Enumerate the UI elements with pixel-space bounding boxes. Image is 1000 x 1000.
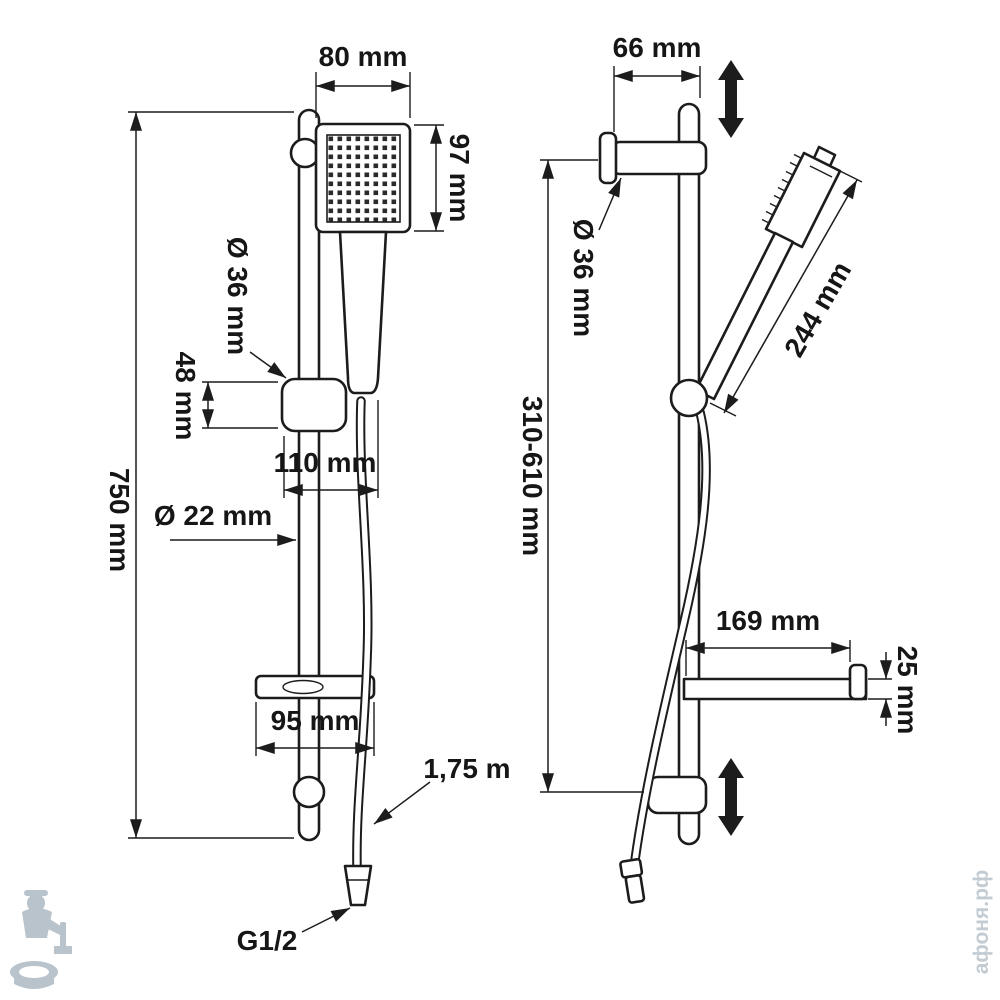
- dim-head-width-extensions: [315, 72, 411, 118]
- side-view: [598, 60, 868, 904]
- bottom-bracket-knob-front: [292, 775, 326, 809]
- dim-slider-range-label: 310-610 mm: [517, 396, 548, 556]
- adjust-arrow-top: [718, 60, 744, 138]
- top-wall-plate-side: [598, 131, 618, 185]
- dim-soap-dish-width-label: 95 mm: [271, 705, 360, 736]
- dim-hose-length-leader: [373, 781, 431, 825]
- plumber-arm: [44, 918, 64, 935]
- dim-handshower-length-line: [723, 179, 858, 414]
- hand-shower-handle-front: [338, 230, 388, 395]
- plunger-handle: [60, 922, 66, 948]
- front-view: [254, 108, 412, 907]
- toilet-bowl-inner: [19, 966, 49, 978]
- soap-dish-front: [254, 674, 376, 700]
- dim-head-height-extensions: [414, 124, 444, 232]
- dim-head-width-label: 80 mm: [319, 41, 408, 72]
- dim-holder-diameter-label: Ø 36 mm: [222, 237, 253, 355]
- dim-holder-reach-label: 110 mm: [274, 447, 377, 478]
- dim-rail-length-extensions: [128, 111, 294, 839]
- adjust-arrow-bottom: [718, 758, 744, 836]
- dim-head-height-label: 97 mm: [444, 134, 475, 223]
- soap-dish-lip-side: [848, 663, 868, 701]
- hose-connector-body: [624, 874, 646, 904]
- plumber-cap: [24, 890, 48, 896]
- shower-rail-side: [677, 102, 701, 846]
- hose-connector-side: [619, 857, 646, 904]
- dim-hose-length-label: 1,75 m: [423, 753, 510, 784]
- slider-holder-front: [280, 377, 348, 433]
- spray-face: [326, 134, 401, 223]
- dim-soap-dish-depth-label: 169 mm: [716, 605, 820, 636]
- dim-handshower-length-extensions: [709, 170, 863, 417]
- dim-soap-dish-height-label: 25 mm: [892, 646, 923, 735]
- plumber-head: [27, 894, 45, 912]
- dim-connection-thread-leader: [301, 907, 351, 933]
- shower-hose-side-inner: [632, 409, 709, 863]
- dim-holder-height-label: 48 mm: [170, 352, 201, 441]
- bottom-bracket-side: [646, 775, 708, 815]
- plunger-cup: [54, 946, 72, 954]
- hand-shower-cap-line: [809, 165, 833, 178]
- dim-bracket-reach-label: 66 mm: [613, 32, 702, 63]
- slider-ball-side: [669, 378, 709, 418]
- shower-rail-front: [297, 108, 321, 842]
- dim-bracket-diameter-leader: [598, 177, 622, 231]
- watermark-site-text: афоня.рф: [970, 870, 993, 975]
- watermark-logo: [10, 890, 72, 989]
- dim-connection-thread-label: G1/2: [237, 925, 298, 956]
- plumber-body: [22, 908, 52, 938]
- dim-rail-diameter-label: Ø 22 mm: [154, 500, 272, 531]
- dim-soap-dish-height-extensions: [868, 678, 892, 700]
- top-bracket-arm-side: [610, 140, 708, 176]
- hose-connector-front: [343, 864, 373, 907]
- hand-shower-handle-side: [694, 231, 795, 401]
- soap-dish-side: [682, 677, 868, 701]
- dim-holder-height-extensions: [202, 381, 278, 429]
- dim-rail-length-label: 750 mm: [104, 468, 135, 572]
- dim-holder-diameter-leader: [249, 351, 287, 379]
- dim-soap-dish-depth-extensions: [685, 640, 851, 676]
- dim-handshower-length-label: 244 mm: [778, 256, 857, 362]
- front-view-dimensions: 80 mm 97 mm Ø 36 mm 48 mm 110 mm Ø 22 mm…: [104, 41, 511, 956]
- shower-hose-front-inner: [354, 398, 371, 869]
- soap-dish-opening: [282, 679, 324, 695]
- dim-bracket-diameter-label: Ø 36 mm: [568, 219, 599, 337]
